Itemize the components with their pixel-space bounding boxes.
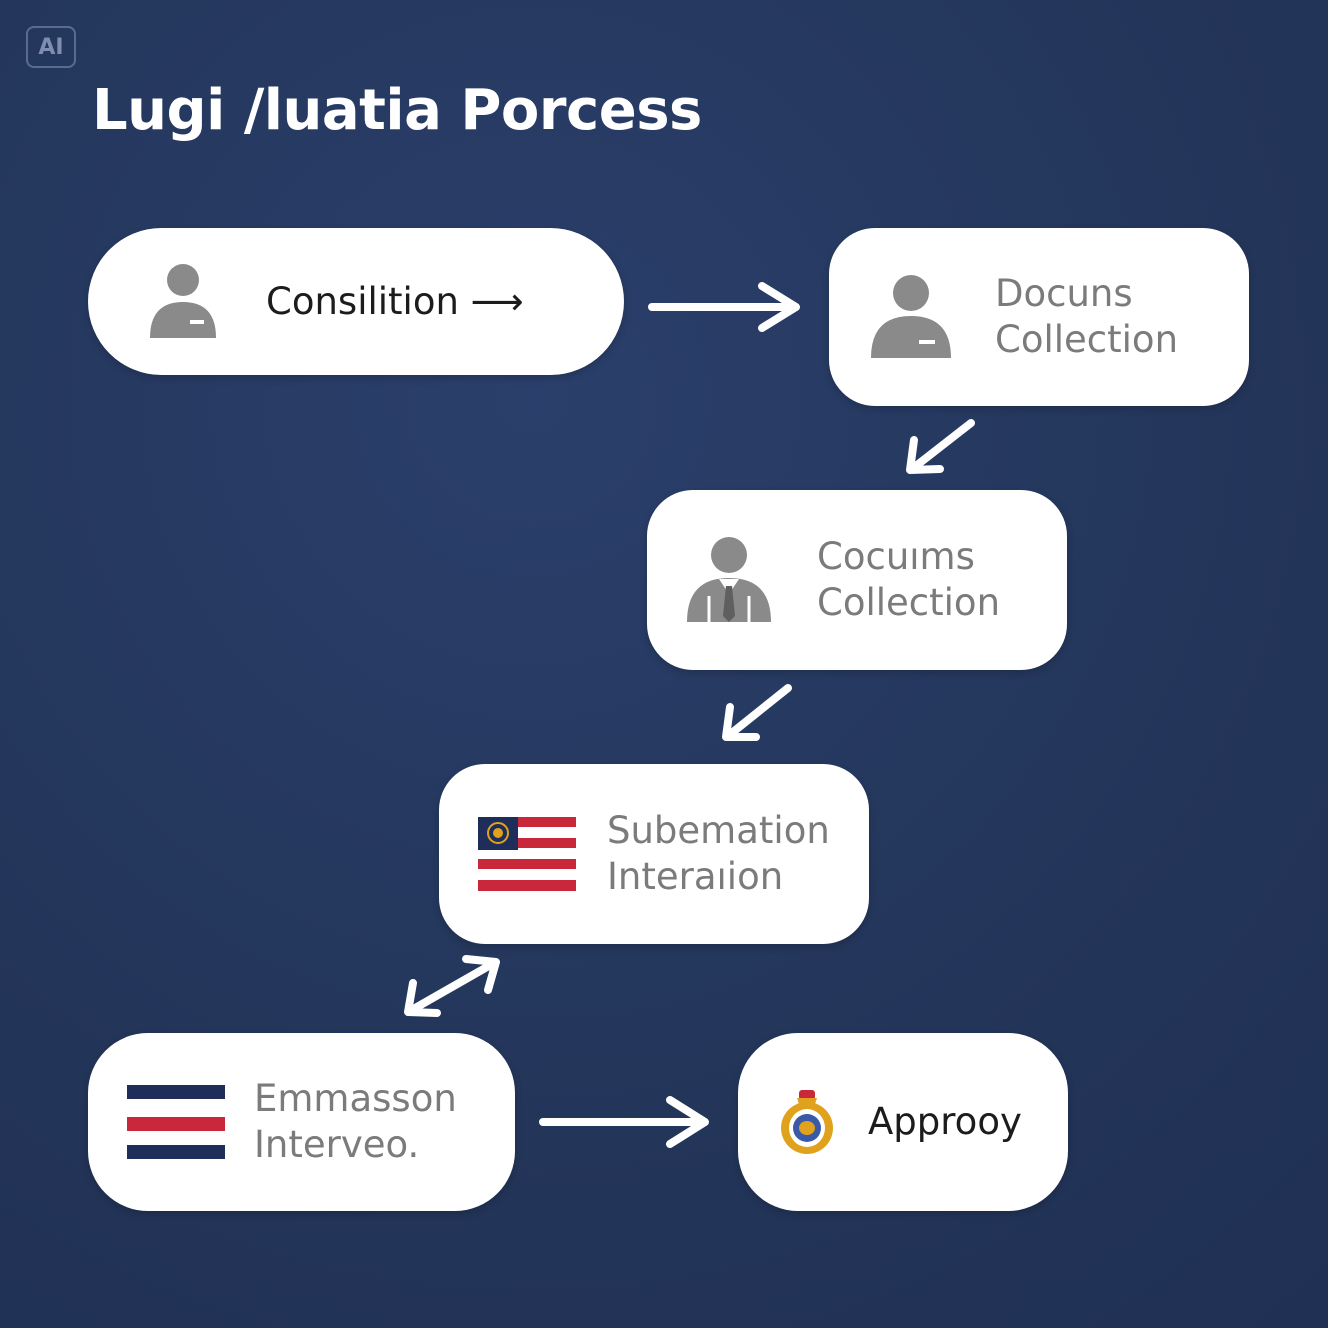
- step-label: Subemation Interaıion: [607, 809, 830, 898]
- step-submission-interaction: Subemation Interaıion: [439, 764, 869, 944]
- arrow-consultation-to-docs: [648, 282, 800, 332]
- step-approval: Approoy: [738, 1033, 1068, 1211]
- flag-icon: [477, 817, 577, 891]
- person-icon: [146, 262, 220, 342]
- emblem-icon: [776, 1088, 838, 1156]
- page-title: Lugi /luatia Porcess: [92, 78, 702, 143]
- step-emmasson-interview: Emmasson Interveo.: [88, 1033, 515, 1211]
- arrow-cocums-to-submission: [722, 684, 792, 741]
- businessman-icon: [685, 536, 773, 624]
- step-cocums-collection: Cocuıms Collection: [647, 490, 1067, 670]
- person-icon: [869, 274, 953, 360]
- stripes-flag-icon: [126, 1085, 226, 1159]
- ai-badge: AI: [26, 26, 76, 68]
- step-label: Approoy: [868, 1100, 1022, 1143]
- step-docs-collection: Docuns Collection: [829, 228, 1249, 406]
- step-label: Emmasson Interveo.: [254, 1077, 457, 1166]
- step-label: Consilition ⟶: [266, 279, 524, 323]
- step-label: Cocuıms Collection: [817, 535, 1001, 624]
- arrow-docs-to-cocums: [906, 419, 975, 474]
- step-consultation: Consilition ⟶: [88, 228, 624, 375]
- arrow-submission-to-emmasson-bidirectional: [404, 955, 500, 1017]
- step-label: Docuns Collection: [995, 272, 1179, 361]
- arrow-emmasson-to-approval: [539, 1096, 709, 1148]
